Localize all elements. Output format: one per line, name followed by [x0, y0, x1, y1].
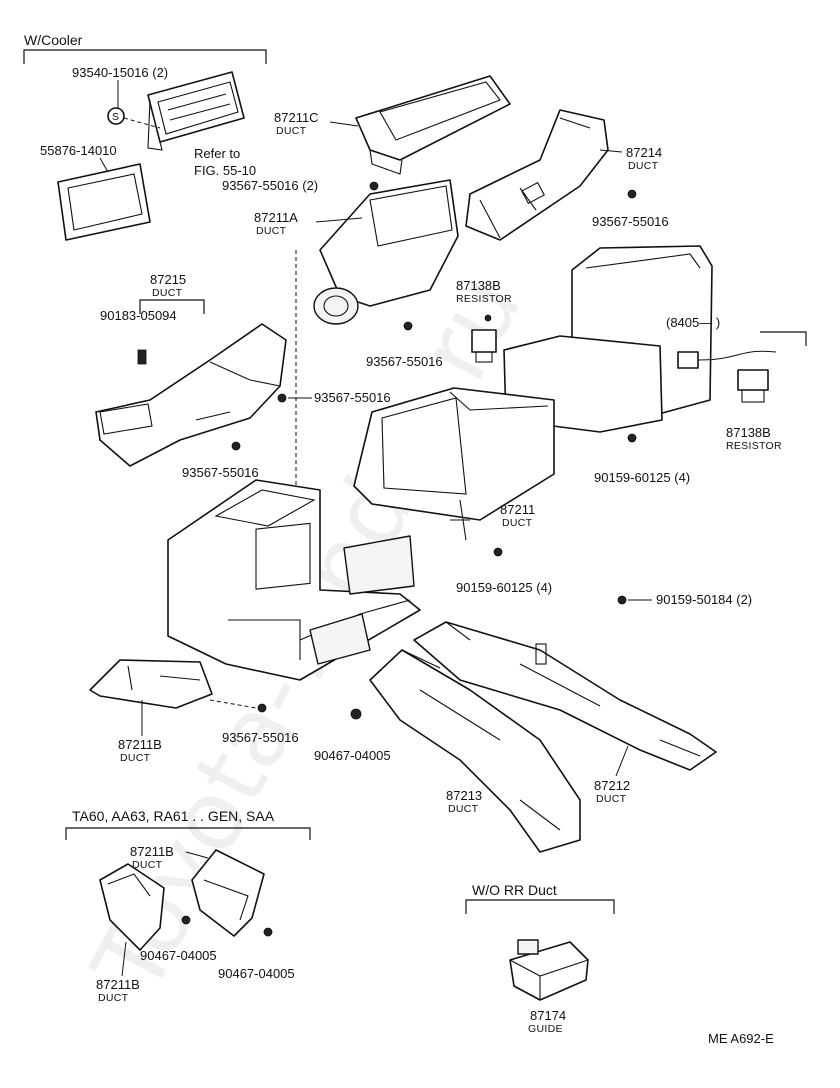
- bolt-icon: [350, 708, 362, 720]
- bolt-icon: [369, 181, 379, 191]
- bolt-icon: [277, 393, 287, 403]
- part-87213-duct[interactable]: [369, 649, 581, 853]
- bolt-icon: [263, 927, 273, 937]
- group-label-wo-rr-duct: W/O RR Duct: [472, 882, 557, 898]
- label-90159-60125-b: 90159-60125 (4): [456, 580, 552, 595]
- group-label-ta60: TA60, AA63, RA61 . . GEN, SAA: [72, 808, 275, 824]
- label-87138b-right: 87138B: [726, 425, 771, 440]
- label-55876-14010: 55876-14010: [40, 143, 117, 158]
- part-87211b-ta-right[interactable]: [191, 849, 265, 937]
- label-87174: 87174: [530, 1008, 566, 1023]
- clip-icon: [137, 349, 147, 365]
- part-screw-s-icon: [107, 107, 125, 125]
- label-90183-05094: 90183-05094: [100, 308, 177, 323]
- label-90467-04005-a: 90467-04005: [314, 748, 391, 763]
- group-bracket-ta60: [65, 827, 311, 840]
- part-87211a-duct[interactable]: [313, 179, 459, 325]
- group-wo-rr-duct: W/O RR Duct 87174 GUIDE: [465, 882, 615, 1035]
- part-blower-housing[interactable]: [503, 245, 713, 433]
- group-ta60: TA60, AA63, RA61 . . GEN, SAA 87211B DUC…: [65, 808, 311, 1004]
- svg-text:DUCT: DUCT: [132, 859, 163, 871]
- part-93540-register[interactable]: [147, 71, 245, 151]
- label-87211b-ta-top: 87211B: [130, 844, 174, 859]
- svg-text:DUCT: DUCT: [448, 803, 479, 815]
- bolt-icon: [627, 433, 637, 443]
- svg-text:DUCT: DUCT: [628, 160, 659, 172]
- label-93567-55016-c: 93567-55016: [314, 390, 391, 405]
- label-87211a: 87211A: [254, 210, 298, 225]
- group-label-w-cooler: W/Cooler: [24, 32, 83, 48]
- svg-text:DUCT: DUCT: [98, 992, 129, 1004]
- part-87174-guide[interactable]: [509, 939, 589, 1001]
- label-guide: GUIDE: [528, 1023, 563, 1035]
- label-87215: 87215: [150, 272, 186, 287]
- bolt-icon: [257, 703, 267, 713]
- bolt-icon: [493, 547, 503, 557]
- label-87211b-ta-bottom: 87211B: [96, 977, 140, 992]
- part-87214-duct[interactable]: [465, 109, 609, 241]
- group-bracket-w-cooler: [23, 49, 267, 64]
- label-93540-15016: 93540-15016 (2): [72, 65, 168, 80]
- bolt-icon: [617, 595, 627, 605]
- svg-text:DUCT: DUCT: [152, 287, 183, 299]
- svg-text:DUCT: DUCT: [596, 793, 627, 805]
- svg-text:S: S: [112, 111, 119, 123]
- label-93567-55016-a: 93567-55016: [592, 214, 669, 229]
- bolt-icon: [181, 915, 191, 925]
- label-87211b-main: 87211B: [118, 737, 162, 752]
- footer-code: ME A692-E: [708, 1031, 774, 1046]
- part-87212-duct[interactable]: [413, 621, 717, 771]
- svg-text:RESISTOR: RESISTOR: [456, 293, 512, 305]
- label-90467-04005-b: 90467-04005: [140, 948, 217, 963]
- label-series: (8405— ): [666, 315, 720, 330]
- label-refer-fig: FIG. 55-10: [194, 163, 256, 178]
- bolt-icon: [231, 441, 241, 451]
- group-bracket-wo-rr: [465, 899, 615, 914]
- label-87213: 87213: [446, 788, 482, 803]
- svg-text:RESISTOR: RESISTOR: [726, 440, 782, 452]
- label-87212: 87212: [594, 778, 630, 793]
- label-90159-50184: 90159-50184 (2): [656, 592, 752, 607]
- group-w-cooler: W/Cooler S 93540-15016 (2) 55876-14010 R…: [23, 32, 267, 241]
- label-93567-55016-b: 93567-55016: [366, 354, 443, 369]
- part-87211b-duct[interactable]: [89, 659, 213, 709]
- part-55876-panel[interactable]: [57, 163, 151, 241]
- svg-text:DUCT: DUCT: [502, 517, 533, 529]
- part-87211-duct[interactable]: [353, 387, 555, 541]
- part-87215-duct[interactable]: [95, 323, 287, 467]
- label-refer-to: Refer to: [194, 146, 240, 161]
- part-87211c-duct[interactable]: [355, 75, 511, 175]
- label-93567-55016-d: 93567-55016: [182, 465, 259, 480]
- label-87211c: 87211C: [274, 110, 319, 125]
- svg-text:DUCT: DUCT: [256, 225, 287, 237]
- svg-text:DUCT: DUCT: [276, 125, 307, 137]
- label-90159-60125-a: 90159-60125 (4): [594, 470, 690, 485]
- part-87138b-resistor-right[interactable]: [677, 350, 777, 403]
- bolt-icon: [627, 189, 637, 199]
- part-heater-unit[interactable]: [167, 479, 421, 681]
- part-87138b-resistor-center[interactable]: [471, 314, 497, 363]
- label-93567-55016-2: 93567-55016 (2): [222, 178, 318, 193]
- part-87211b-ta-left[interactable]: [99, 863, 165, 951]
- svg-text:DUCT: DUCT: [120, 752, 151, 764]
- label-93567-55016-e: 93567-55016: [222, 730, 299, 745]
- label-87211: 87211: [500, 502, 535, 517]
- label-90467-04005-c: 90467-04005: [218, 966, 295, 981]
- leader-93540: [123, 117, 161, 129]
- bolt-icon: [403, 321, 413, 331]
- label-87214: 87214: [626, 145, 662, 160]
- label-87138b-center: 87138B: [456, 278, 501, 293]
